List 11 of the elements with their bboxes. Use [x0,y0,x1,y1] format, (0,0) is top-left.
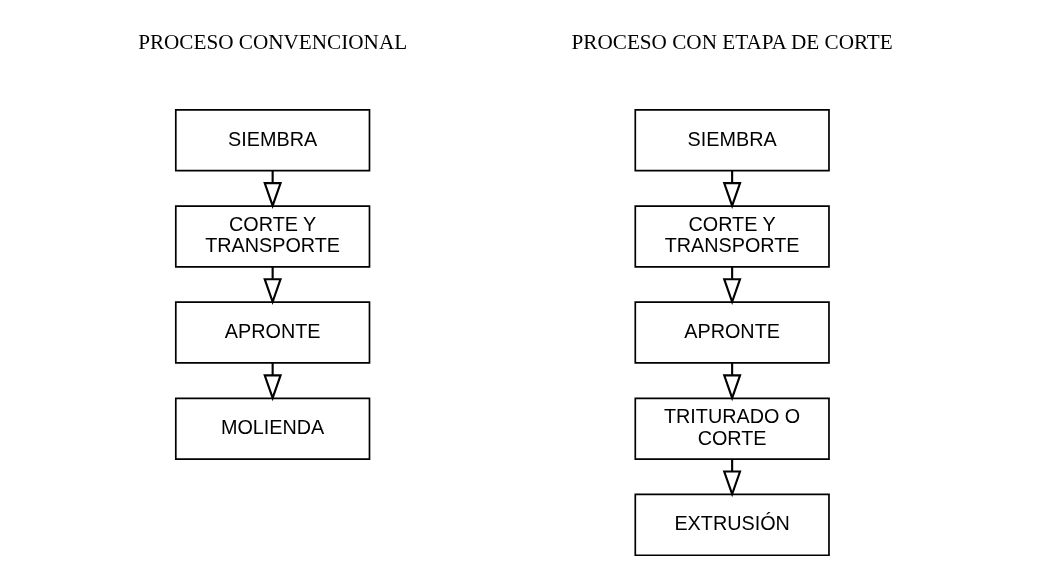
node-box: TRITURADO O CORTE [633,397,830,460]
node-box: MOLIENDA [174,397,370,460]
node-box: CORTE Y TRANSPORTE [633,205,830,268]
node-box: SIEMBRA [174,109,370,172]
label: PROCESO CONVENCIONAL [137,30,407,55]
label: PROCESO CON ETAPA DE CORTE [571,30,893,55]
node-box: EXTRUSIÓN [633,493,830,557]
node-box: SIEMBRA [633,109,830,172]
node-box: CORTE Y TRANSPORTE [174,205,370,268]
node-box: APRONTE [633,301,830,364]
node-box: APRONTE [174,301,370,364]
